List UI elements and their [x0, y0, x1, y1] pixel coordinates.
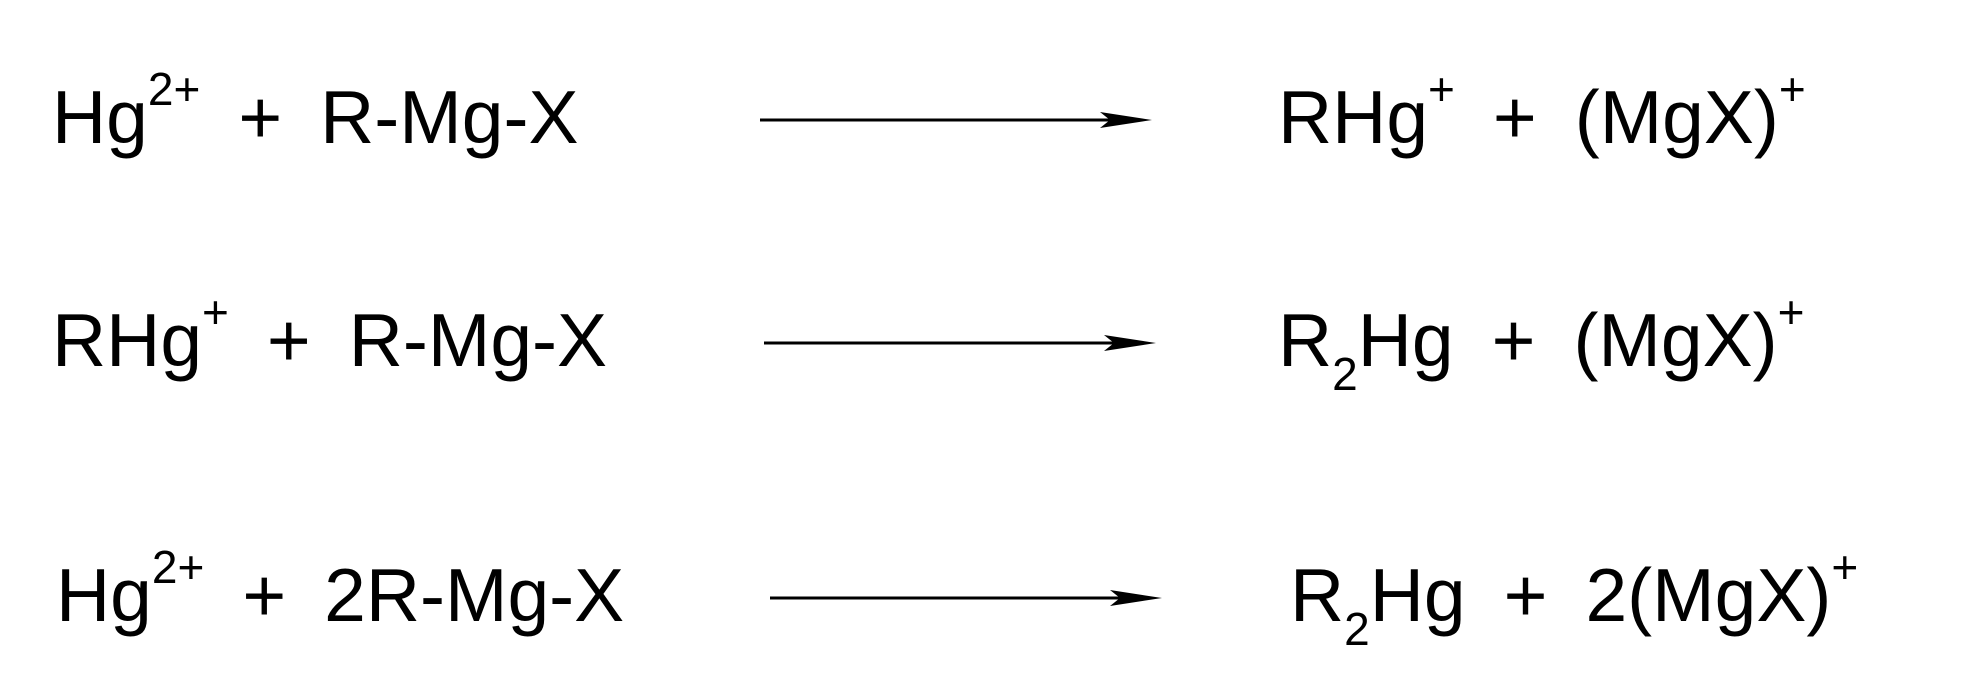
product-mgx-cation: (MgX)+	[1574, 63, 1806, 159]
reaction-arrow-icon	[760, 110, 1152, 130]
product-dialkylmercury: R2Hg	[1278, 298, 1454, 400]
reactant-organomercury-cation: RHg+	[52, 286, 229, 382]
plus-sign: +	[242, 553, 287, 637]
reaction-equation-3: Hg2+ +2R-Mg-X R2Hg +2(MgX)+	[0, 540, 1970, 655]
reaction-equation-1: Hg2+ + R-Mg-X RHg+ + (MgX)+	[0, 62, 1970, 172]
products: R2Hg + (MgX)+	[1278, 285, 1805, 400]
plus-sign: +	[238, 75, 283, 159]
reactant-grignard: R-Mg-X	[320, 75, 579, 159]
reaction-equation-2: RHg+ + R-Mg-X R2Hg + (MgX)+	[0, 285, 1970, 400]
reactant-mercury-ion: Hg2+	[56, 541, 205, 637]
products: RHg+ + (MgX)+	[1278, 62, 1806, 172]
product-mgx-cation: 2(MgX)+	[1585, 541, 1859, 637]
plus-sign: +	[266, 298, 311, 382]
reactants: RHg+ + R-Mg-X	[52, 285, 607, 395]
product-mgx-cation: (MgX)+	[1573, 286, 1805, 382]
reactant-grignard: R-Mg-X	[348, 298, 608, 382]
reaction-arrow-icon	[764, 333, 1156, 353]
plus-sign: +	[1492, 75, 1537, 159]
plus-sign: +	[1491, 298, 1536, 382]
reactant-mercury-ion: Hg2+	[52, 63, 201, 159]
plus-sign: +	[1503, 553, 1548, 637]
product-dialkylmercury: R2Hg	[1290, 553, 1466, 655]
reactants: Hg2+ +2R-Mg-X	[56, 540, 624, 650]
products: R2Hg +2(MgX)+	[1290, 540, 1859, 655]
reactant-grignard: 2R-Mg-X	[324, 553, 625, 637]
reactants: Hg2+ + R-Mg-X	[52, 62, 578, 172]
product-organomercury-cation: RHg+	[1278, 63, 1455, 159]
reaction-arrow-icon	[770, 588, 1162, 608]
